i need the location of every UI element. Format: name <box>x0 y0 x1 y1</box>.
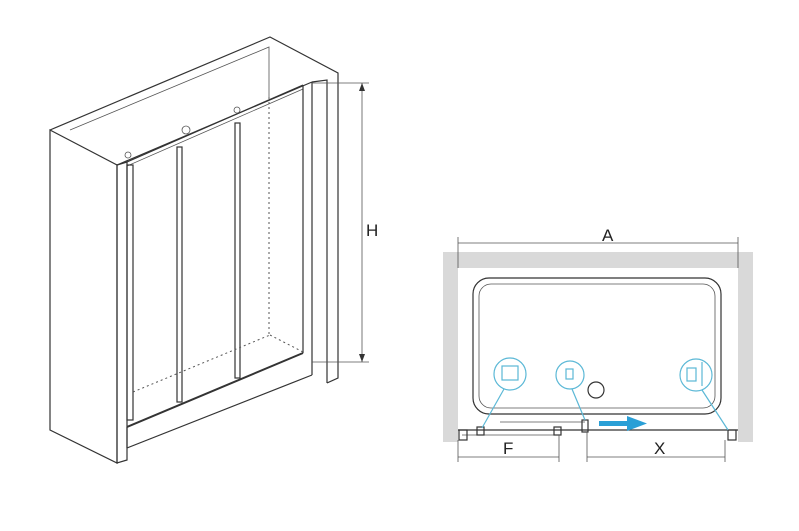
width-label: A <box>602 226 614 245</box>
top-rail <box>126 84 304 163</box>
door-panel-left <box>126 164 134 421</box>
opening-label: X <box>654 439 665 458</box>
wall-right <box>738 252 753 442</box>
roller-detail-icon <box>493 357 527 391</box>
wall-back <box>443 252 753 268</box>
shower-tray <box>472 277 722 415</box>
fixed-label: F <box>503 439 513 458</box>
left-wall <box>49 129 118 464</box>
handle-detail-icon <box>555 360 585 390</box>
wall-profile-detail-icon <box>679 358 713 392</box>
door-panel-middle <box>176 146 183 403</box>
wall-left <box>443 252 458 442</box>
isometric-view: H <box>49 36 378 464</box>
door-panel-right <box>234 122 241 379</box>
plan-view: A F X <box>443 226 753 462</box>
sliding-direction-arrow <box>599 416 647 431</box>
drain-icon <box>587 381 605 399</box>
height-label: H <box>366 221 378 240</box>
right-wall <box>311 79 328 383</box>
